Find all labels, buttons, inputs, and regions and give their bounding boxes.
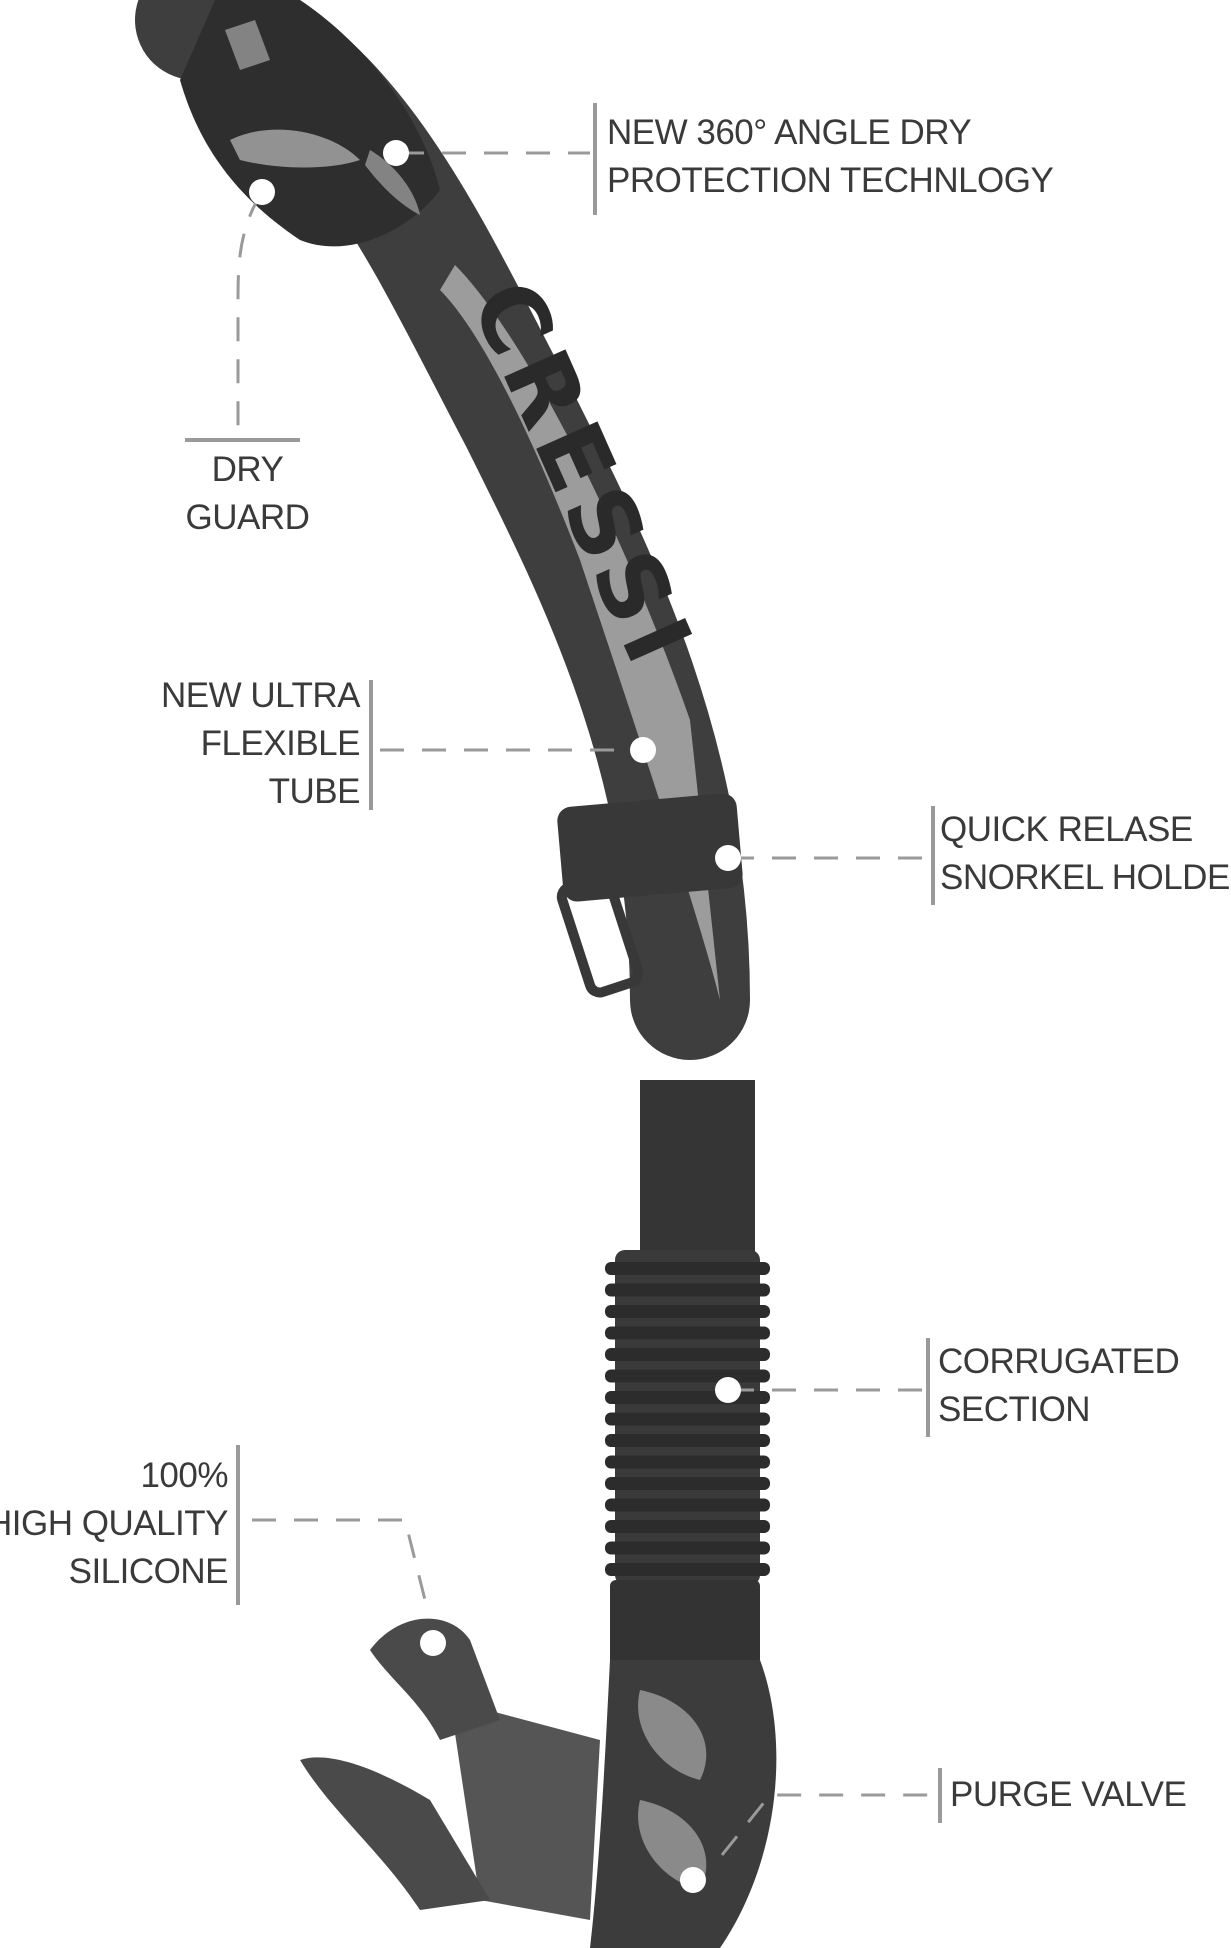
marker-dry-guard [249, 179, 275, 205]
callout-snorkel-holder: QUICK RELASE SNORKEL HOLDER [940, 806, 1231, 902]
dry-valve-slot [365, 150, 420, 215]
callout-corrugated-section: CORRUGATED SECTION [938, 1338, 1180, 1434]
corrugated-rib [605, 1283, 770, 1297]
holder-buckle [556, 872, 644, 998]
marker-snorkel-holder [715, 845, 741, 871]
corrugated-rib [605, 1348, 770, 1361]
purge-valve-slot [638, 1800, 707, 1890]
callout-line: NEW 360° ANGLE DRY [607, 113, 972, 152]
callout-line: NEW ULTRA [160, 676, 361, 715]
callout-flexible-tube: NEW ULTRA FLEXIBLE TUBE [110, 672, 361, 816]
corrugated-rib [605, 1369, 770, 1383]
corrugated-rib [605, 1434, 770, 1447]
callout-line: TUBE [268, 772, 361, 811]
dry-valve-head [180, 0, 440, 247]
corrugated-rib [605, 1391, 770, 1404]
callout-line: SILICONE [68, 1552, 228, 1591]
corrugated-rib [605, 1541, 770, 1555]
leader-line-silicone [252, 1518, 427, 1601]
corrugated-rib [605, 1477, 770, 1490]
callout-silicone: 100% HIGH QUALITY SILICONE [0, 1452, 228, 1596]
callout-line: CORRUGATED [938, 1342, 1180, 1381]
callout-dry-protection: NEW 360° ANGLE DRY PROTECTION TECHNLOGY [607, 109, 1054, 205]
corrugated-rib [605, 1563, 770, 1576]
callout-purge-valve: PURGE VALVE [950, 1771, 1187, 1819]
callout-line: PROTECTION TECHNLOGY [607, 161, 1054, 200]
dry-valve-slot [225, 20, 270, 70]
callout-line: 100% [140, 1456, 228, 1495]
purge-valve-housing [590, 1660, 777, 1948]
corrugated-rib [605, 1262, 770, 1275]
callout-line: SNORKEL HOLDER [940, 858, 1231, 897]
leader-line-purge-valve [720, 1793, 935, 1856]
corrugated-ribs [605, 1262, 770, 1576]
dry-valve-slot [230, 129, 360, 168]
leader-line-dry-guard [236, 194, 262, 430]
corrugated-rib [605, 1455, 770, 1469]
callout-line: HIGH QUALITY [0, 1504, 228, 1543]
marker-purge-valve [680, 1867, 706, 1893]
marker-silicone [420, 1630, 446, 1656]
callout-line: SECTION [938, 1390, 1091, 1429]
purge-valve-slot [638, 1690, 707, 1780]
callout-line: QUICK RELASE [940, 810, 1193, 849]
corrugated-rib [605, 1520, 770, 1533]
callout-line: PURGE VALVE [950, 1775, 1187, 1814]
callout-dry-guard: DRY GUARD [160, 446, 335, 542]
callout-line: DRY [211, 450, 284, 489]
marker-corrugated [715, 1377, 741, 1403]
marker-dry-protection [383, 140, 409, 166]
callout-line: FLEXIBLE [200, 724, 361, 763]
mouthpiece-upper-bite [370, 1618, 500, 1740]
callout-line: GUARD [185, 498, 310, 537]
corrugated-rib [605, 1326, 770, 1340]
mouthpiece-lower-bite [300, 1757, 490, 1910]
marker-flexible-tube [630, 737, 656, 763]
bottom-collar [610, 1580, 760, 1665]
mouthpiece-body [450, 1700, 600, 1920]
callout-silicone-clip: 100% HIGH QUALITY SILICONE [0, 1452, 228, 1612]
corrugated-rib [605, 1498, 770, 1512]
corrugated-rib [605, 1305, 770, 1318]
corrugated-rib [605, 1412, 770, 1426]
